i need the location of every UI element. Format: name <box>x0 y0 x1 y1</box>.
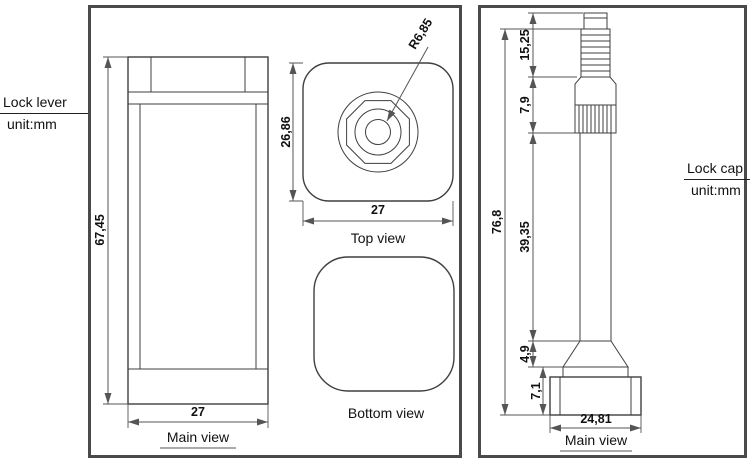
left-panel-frame <box>88 5 462 458</box>
bottom-view-outline <box>313 256 455 392</box>
radius-leader-line <box>386 46 429 122</box>
cap-collar-dim-label: 7,9 <box>518 96 532 113</box>
lever-top-view-drawing <box>302 46 454 202</box>
lever-height-dim-label: 67,45 <box>93 214 107 245</box>
top-view-caption: Top view <box>351 230 406 246</box>
cap-flange-detail-lines <box>559 377 632 415</box>
cap-top-knob <box>583 12 608 30</box>
lock-cap-label: Lock cap <box>684 160 750 180</box>
cap-rib-lines <box>581 34 610 72</box>
right-panel-frame <box>478 5 747 458</box>
lever-body-outline <box>127 56 269 405</box>
cap-bottom-flange <box>549 376 642 416</box>
top-view-middle-circle <box>354 108 402 156</box>
lever-main-view-dimensions: 67,45 27 Main view <box>93 56 269 449</box>
cap-shaft-dim-label: 39,35 <box>518 221 532 252</box>
cap-width-dim-label: 24,81 <box>580 412 611 426</box>
lever-main-view-drawing <box>127 56 269 405</box>
cap-neck-ring <box>562 366 629 378</box>
cap-shaft <box>579 132 612 342</box>
cap-main-view-drawing <box>549 12 642 416</box>
cap-taper-dim-label: 4,9 <box>518 345 532 362</box>
lock-lever-note: Lock lever unit:mm <box>0 94 88 132</box>
top-view-inner-circle <box>365 119 391 145</box>
lock-lever-label: Lock lever <box>0 94 88 114</box>
lock-lever-unit: unit:mm <box>7 116 57 132</box>
top-view-octagon <box>346 100 410 164</box>
cap-head-dim-label: 15,25 <box>518 29 532 60</box>
top-view-outline <box>302 62 454 202</box>
cap-main-view-dimensions: 15,25 7,9 76,8 39,35 4,9 7,1 24,81 Main … <box>490 12 642 452</box>
lever-width-dim-label: 27 <box>191 405 205 419</box>
top-view-height-dim-label: 26,86 <box>279 116 293 147</box>
top-view-radius-dim-label: R6,85 <box>406 16 436 52</box>
cap-flange-dim-label: 7,1 <box>529 382 543 399</box>
lock-cap-unit: unit:mm <box>691 182 741 198</box>
bottom-view-caption: Bottom view <box>348 405 425 421</box>
cap-taper <box>562 340 629 368</box>
lever-main-view-caption: Main view <box>167 429 230 445</box>
top-view-outer-circle <box>337 91 419 173</box>
cap-collar <box>574 76 617 106</box>
lock-cap-note: Lock cap unit:mm <box>684 160 750 198</box>
lever-bottom-view-drawing: Bottom view <box>313 256 455 421</box>
cap-overall-dim-label: 76,8 <box>490 210 504 234</box>
top-view-width-dim-label: 27 <box>371 203 385 217</box>
lever-body-detail-lines <box>128 57 268 370</box>
cap-main-view-caption: Main view <box>565 432 628 448</box>
cap-knurl-lines <box>578 105 612 133</box>
